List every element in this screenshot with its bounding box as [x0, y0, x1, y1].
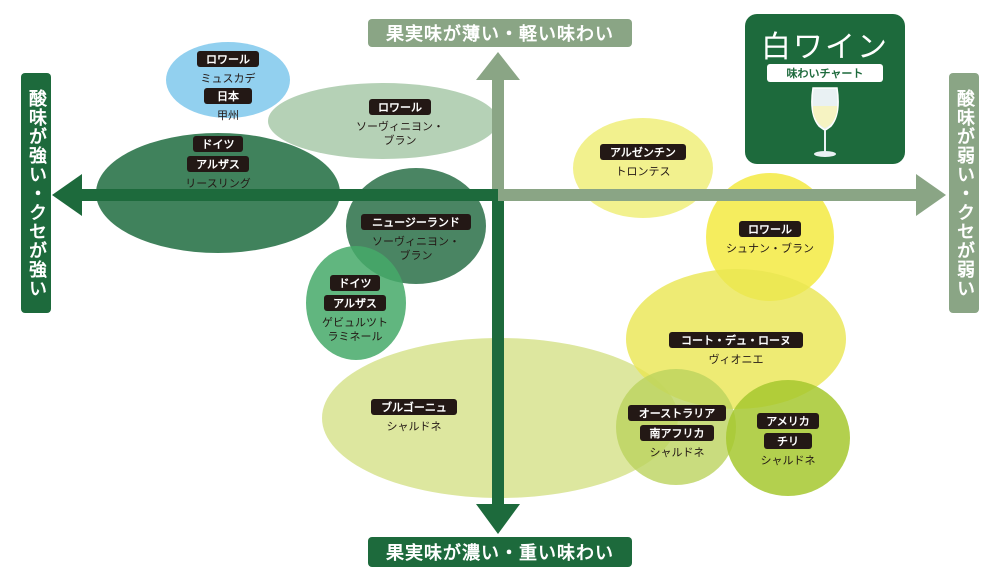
region-tag-bg — [324, 295, 386, 311]
region-tag-bg — [204, 88, 252, 104]
region-tag: ドイツ — [193, 136, 243, 152]
region-tag-bg — [628, 405, 726, 421]
region-tag: アルザス — [187, 156, 249, 172]
title-box: 白ワイン 味わいチャート — [745, 14, 905, 164]
grape-variety-label: ブラン — [400, 248, 433, 262]
region-tag-text: コート・デュ・ローヌ — [681, 333, 791, 347]
grape-variety-label: ミュスカデ — [201, 71, 256, 85]
region-tag-bg — [369, 99, 431, 115]
region-tag: オーストラリア — [628, 405, 726, 421]
chart-title: 白ワイン — [761, 30, 889, 65]
region-tag-text: 日本 — [217, 89, 239, 103]
region-tag: ロワール — [369, 99, 431, 115]
grape-variety-label: トロンテス — [616, 165, 671, 178]
grape-variety-label: リースリング — [185, 176, 250, 190]
region-tag-text: 南アフリカ — [650, 426, 705, 440]
region-tag-text: オーストラリア — [639, 407, 715, 420]
region-tag: アメリカ — [757, 413, 819, 429]
region-tag-text: アルゼンチン — [610, 145, 676, 159]
region-tag: ロワール — [739, 221, 801, 237]
region-tag-bg — [197, 51, 259, 67]
region-tag-text: アルザス — [333, 297, 377, 310]
region-tag: ブルゴーニュ — [371, 399, 457, 415]
grape-variety-label: 甲州 — [217, 109, 239, 122]
region-tag-bg — [361, 214, 471, 230]
arrow-left-icon — [52, 174, 82, 216]
region-tag-text: ロワール — [378, 101, 422, 114]
grape-variety-label: シュナン・ブラン — [726, 241, 814, 255]
grape-variety-label: ラミネール — [328, 330, 383, 343]
region-tag-text: ニュージーランド — [372, 216, 460, 229]
region-tag-bg — [739, 221, 801, 237]
region-tag-bg — [193, 136, 243, 152]
grape-variety-label: シャルドネ — [387, 420, 442, 433]
axis-label-top: 果実味が薄い・軽い味わい — [368, 19, 632, 47]
region-tag-bg — [757, 413, 819, 429]
axis-label-left: 酸味が強い・クセが強い — [21, 73, 51, 313]
region-tag: ドイツ — [330, 275, 380, 291]
region-tag-text: ロワール — [748, 223, 792, 236]
wine-glass-icon — [811, 87, 839, 157]
region-tag-text: ドイツ — [202, 138, 235, 151]
region-tag-bg — [330, 275, 380, 291]
region-tag-text: チリ — [777, 435, 799, 448]
region-tag-text: ブルゴーニュ — [381, 400, 447, 414]
region-tag-bg — [640, 425, 714, 441]
grape-variety-label: シャルドネ — [650, 446, 705, 459]
region-tag-bg — [669, 332, 803, 348]
region-tag-text: アルザス — [196, 158, 240, 171]
grape-variety-label: ヴィオニエ — [709, 352, 764, 366]
grape-variety-label: ソーヴィニヨン・ — [356, 119, 444, 133]
arrow-right-icon — [916, 174, 946, 216]
axis-label-right: 酸味が弱い・クセが弱い — [949, 73, 979, 313]
axis-label-bottom: 果実味が濃い・重い味わい — [368, 537, 632, 567]
grape-variety-label: ソーヴィニヨン・ — [372, 234, 460, 248]
region-tag: チリ — [764, 433, 812, 449]
region-tag: アルゼンチン — [600, 144, 686, 160]
region-tag-bg — [187, 156, 249, 172]
arrow-up-icon — [476, 52, 520, 80]
grape-variety-label: ゲビュルツト — [322, 316, 388, 329]
region-tag: 南アフリカ — [640, 425, 714, 441]
region-tag: 日本 — [204, 88, 252, 104]
region-tag: ロワール — [197, 51, 259, 67]
chart-subtitle: 味わいチャート — [767, 64, 883, 82]
region-tag: コート・デュ・ローヌ — [669, 332, 803, 348]
region-tag-bg — [764, 433, 812, 449]
region-tag-text: ロワール — [206, 53, 250, 66]
grape-variety-label: ブラン — [384, 133, 417, 147]
region-tag-bg — [371, 399, 457, 415]
region-tag: ニュージーランド — [361, 214, 471, 230]
region-tag-bg — [600, 144, 686, 160]
region-tag-text: ドイツ — [339, 277, 372, 290]
region-tag-text: アメリカ — [766, 415, 809, 428]
region-tag: アルザス — [324, 295, 386, 311]
arrow-down-icon — [476, 504, 520, 534]
grape-variety-label: シャルドネ — [761, 454, 816, 467]
cluster-region — [268, 83, 498, 159]
